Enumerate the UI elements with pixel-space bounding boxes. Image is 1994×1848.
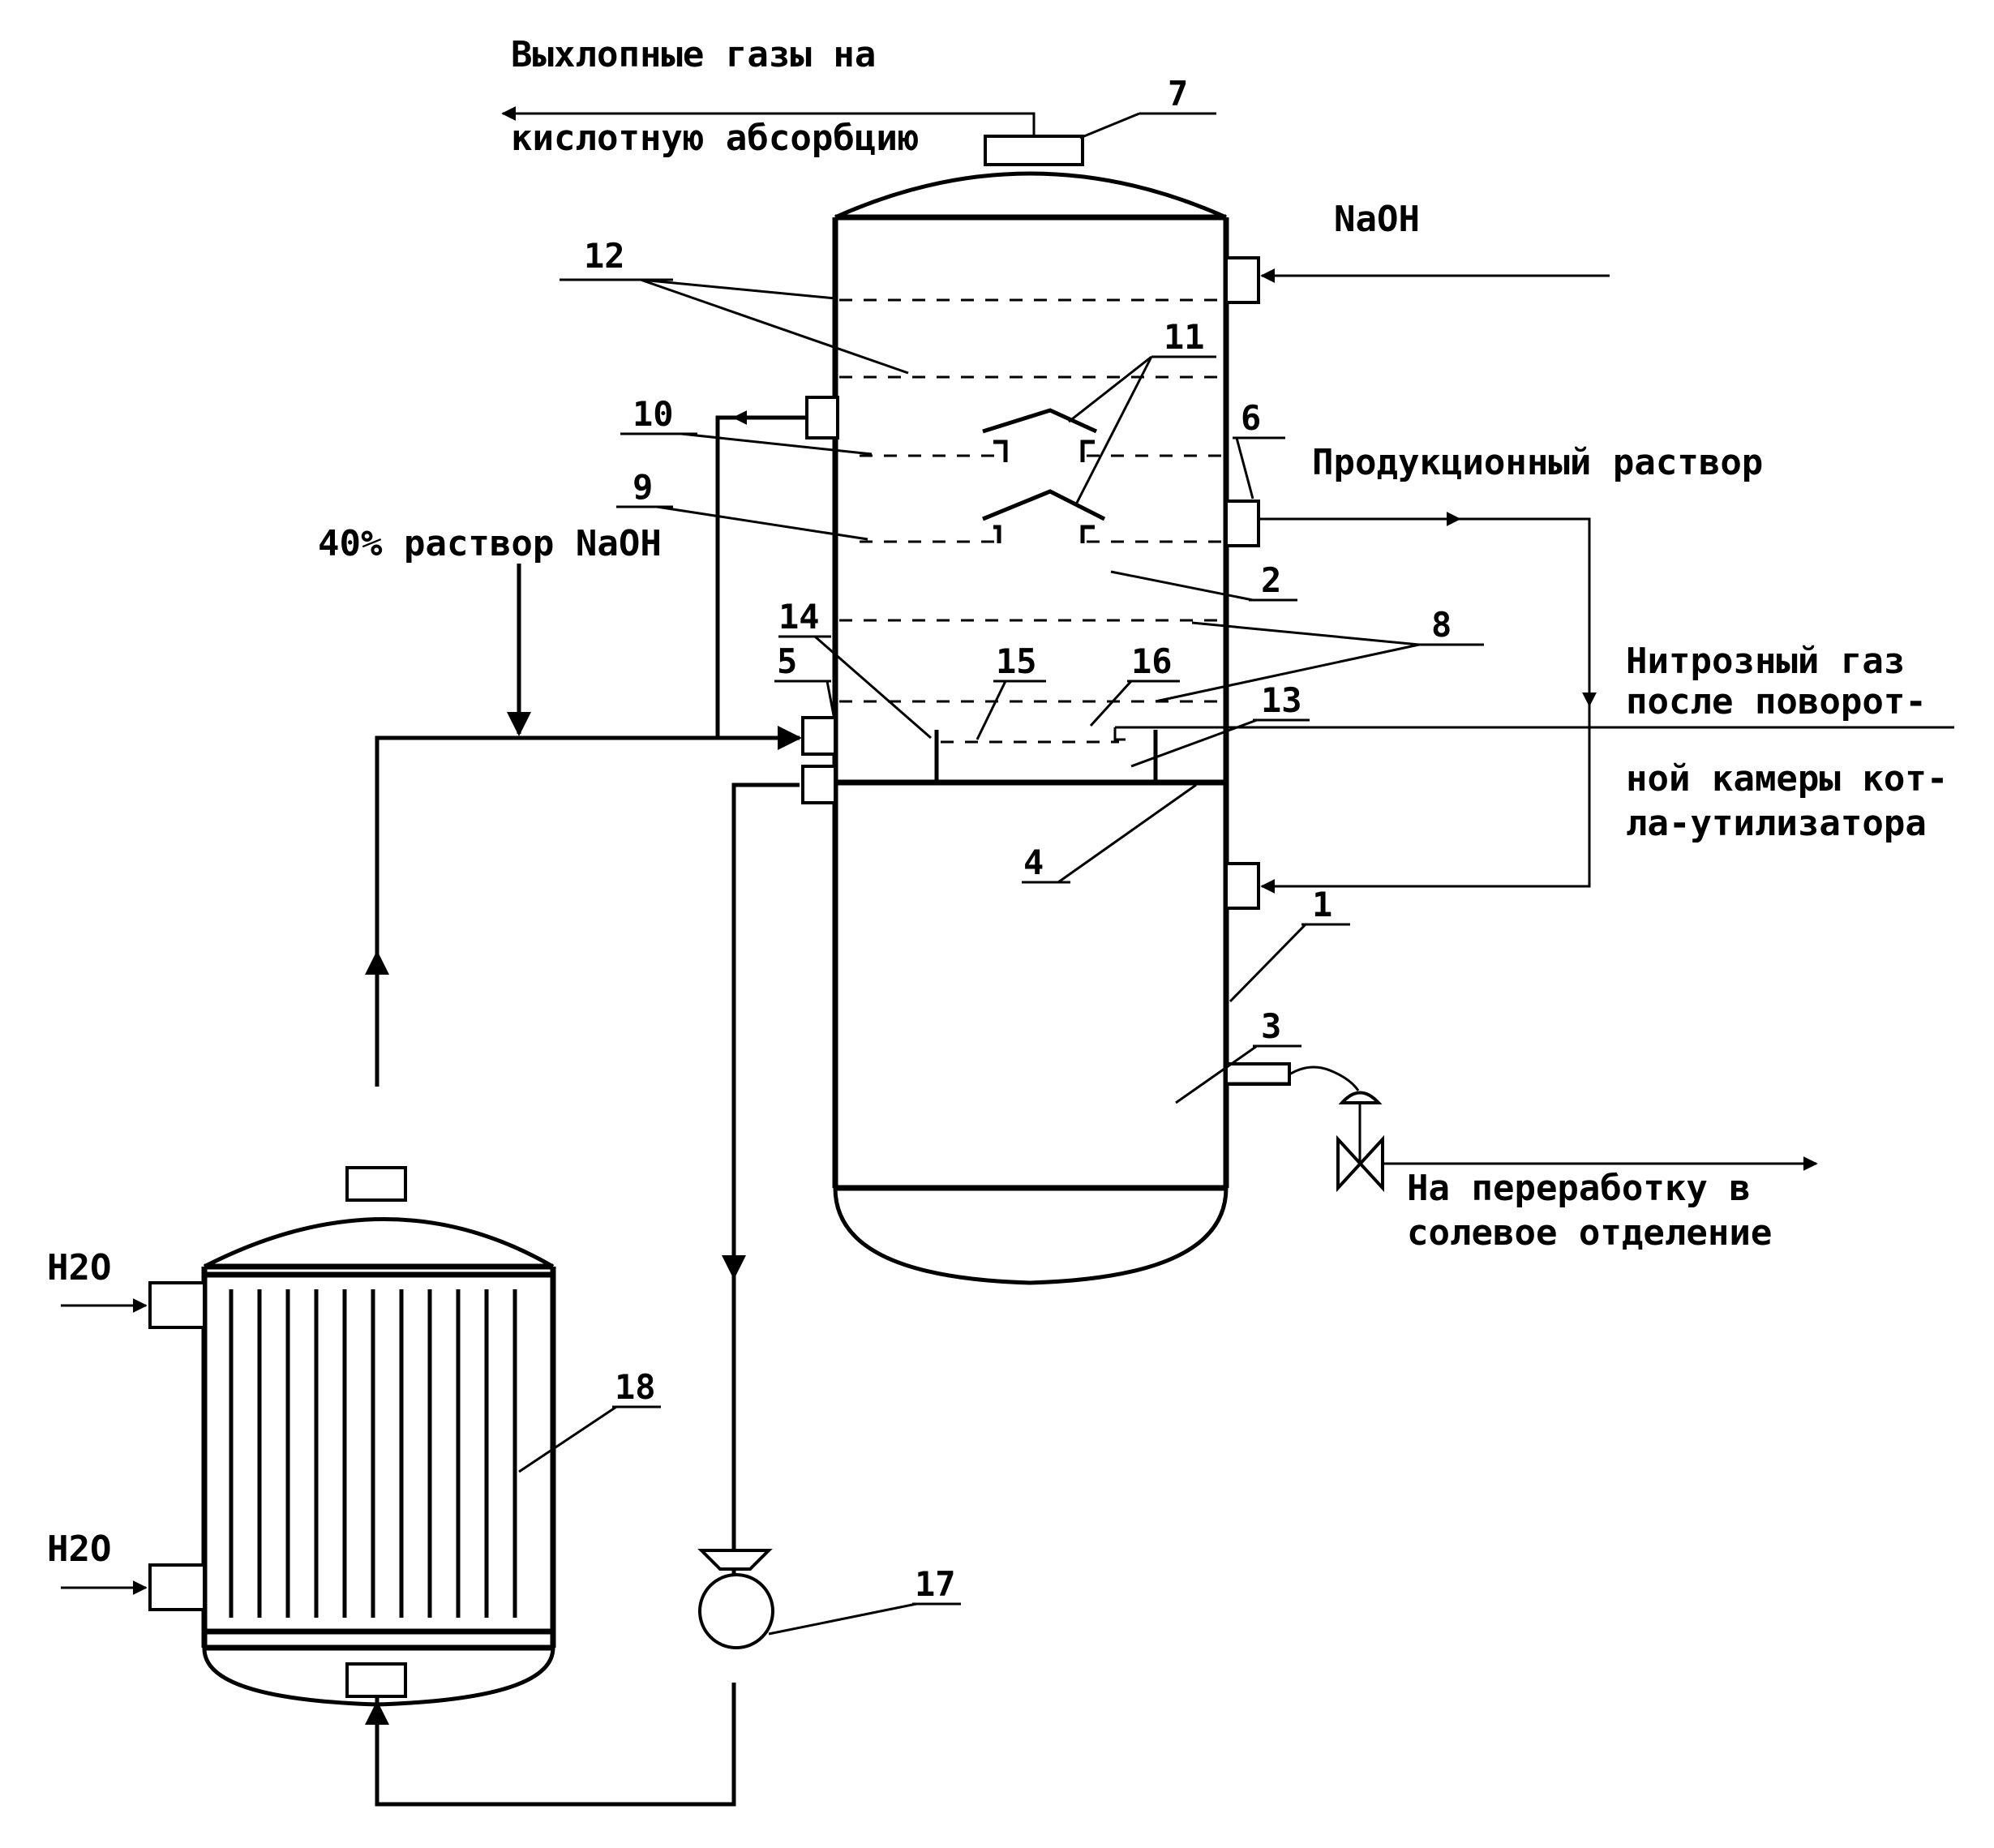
callout-17: 17 <box>915 1564 956 1604</box>
product-solution-loop <box>1259 519 1589 886</box>
callout-5: 5 <box>777 641 797 681</box>
leader-11a <box>1069 357 1151 422</box>
product-solution-label: Продукционный раствор <box>1312 442 1763 483</box>
cooler-outlet-header <box>377 738 800 1087</box>
downcomer-upper-left <box>993 442 1006 462</box>
callout-leaders <box>519 114 1484 1634</box>
leader-17 <box>769 1604 916 1634</box>
to-salt-label-line1: На переработку в <box>1407 1168 1751 1209</box>
nozzle-6 <box>1226 501 1259 546</box>
leader-16 <box>1091 681 1131 726</box>
leader-4 <box>1058 785 1196 882</box>
exhaust-label-line2: кислотную абсорбцию <box>511 118 919 159</box>
callout-8: 8 <box>1431 605 1452 645</box>
callout-15: 15 <box>996 641 1037 681</box>
nitrous-label-line4: ла-утилизатора <box>1626 803 1927 844</box>
cap-11-lower <box>983 491 1104 519</box>
recycle-pipe <box>734 785 800 1601</box>
leader-1 <box>1230 924 1306 1001</box>
cooler-18 <box>61 1168 553 1704</box>
cooler-bottom-nozzle <box>347 1664 405 1696</box>
callout-11: 11 <box>1164 317 1205 357</box>
column-bottom-head <box>835 1188 1226 1283</box>
to-salt-label-line2: солевое отделение <box>1407 1212 1772 1254</box>
drain-impulse-line <box>1289 1067 1358 1091</box>
stream-labels: Выхлопные газы на кислотную абсорбцию Na… <box>47 34 1948 1570</box>
callout-18: 18 <box>615 1367 656 1407</box>
nitrous-label-line3: ной камеры кот- <box>1626 758 1948 800</box>
callout-numbers: 1 2 3 4 5 6 7 8 9 10 11 12 13 14 15 16 1… <box>584 74 1452 1604</box>
naoh-feed-label: NaOH <box>1334 199 1420 240</box>
nitrous-label-line1: Нитрозный газ <box>1626 641 1905 682</box>
water-in-top-label: H2O <box>47 1247 111 1288</box>
nozzle-naoh <box>1226 258 1259 302</box>
callout-9: 9 <box>633 467 653 507</box>
nozzle-10-outlet-pipe <box>718 418 807 738</box>
leader-2 <box>1111 572 1253 600</box>
callout-12: 12 <box>584 236 625 276</box>
callout-4: 4 <box>1023 843 1044 882</box>
callout-1: 1 <box>1312 885 1332 924</box>
nozzle-5 <box>803 718 835 754</box>
cooler-top-nozzle <box>347 1168 405 1200</box>
leader-10 <box>681 434 872 454</box>
cooler-top-head <box>204 1220 553 1267</box>
callout-2: 2 <box>1261 560 1281 600</box>
callout-14: 14 <box>778 597 820 637</box>
exhaust-label-line1: Выхлопные газы на <box>511 34 876 75</box>
gas-inlet-hook <box>1115 727 1126 740</box>
callout-3: 3 <box>1261 1006 1281 1046</box>
nozzle-10 <box>807 397 838 438</box>
piping <box>377 114 1954 1804</box>
leader-18 <box>519 1407 616 1472</box>
pump-suction-cone <box>701 1550 769 1569</box>
nozzle-product-return <box>1226 864 1259 908</box>
callout-6: 6 <box>1241 398 1261 438</box>
nozzle-recycle-inlet <box>803 766 835 803</box>
column-top-head <box>835 174 1226 217</box>
leader-15 <box>977 681 1006 740</box>
callout-7: 7 <box>1168 74 1188 114</box>
absorber-column <box>803 136 1289 1283</box>
nitrous-label-line2: после поворот- <box>1626 681 1927 722</box>
water-in-bottom-label: H2O <box>47 1529 111 1570</box>
water-nozzle-top <box>150 1283 204 1327</box>
pump-17 <box>700 1550 773 1648</box>
callout-13: 13 <box>1261 680 1302 720</box>
pump-body <box>700 1575 773 1648</box>
downcomer-upper-right <box>1083 442 1095 462</box>
cooler-tubes <box>231 1289 515 1618</box>
callout-10: 10 <box>633 394 674 434</box>
callout-16: 16 <box>1131 641 1173 681</box>
leader-7 <box>1080 114 1139 138</box>
water-nozzle-bottom <box>150 1565 204 1610</box>
nozzle-7 <box>985 136 1083 165</box>
naoh40-label: 40% раствор NaOH <box>318 523 662 564</box>
downcomer-lower-left <box>993 527 999 543</box>
leader-6 <box>1237 438 1253 499</box>
valve-actuator <box>1342 1093 1379 1104</box>
nozzle-3-drain <box>1226 1064 1289 1084</box>
